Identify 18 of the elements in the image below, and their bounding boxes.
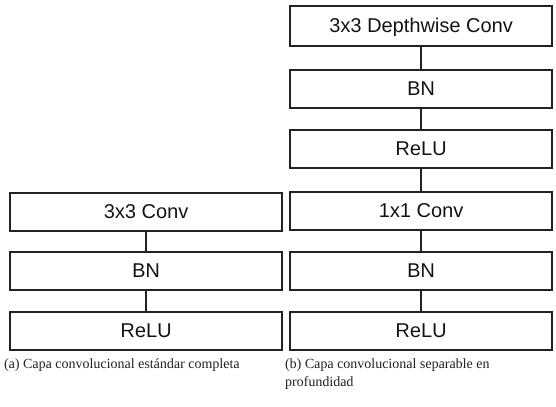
connector-line: [145, 232, 147, 251]
connector-line: [145, 291, 147, 311]
layer-box: BN: [289, 251, 553, 291]
layer-box: ReLU: [289, 311, 553, 351]
layer-box: ReLU: [289, 129, 553, 169]
layer-box: BN: [9, 251, 283, 291]
connector-line: [420, 231, 422, 251]
connector-line: [420, 109, 422, 129]
layer-box: 3x3 Depthwise Conv: [289, 5, 553, 47]
layer-box: 3x3 Conv: [9, 192, 283, 232]
subfigure-caption: (b) Capa convolucional separable en profundidad: [285, 356, 490, 392]
layer-box: BN: [289, 69, 553, 109]
connector-line: [420, 169, 422, 191]
connector-line: [420, 47, 422, 69]
subfigure-caption: (a) Capa convolucional estándar completa: [4, 356, 241, 374]
layer-box: ReLU: [9, 311, 283, 351]
connector-line: [420, 291, 422, 311]
layer-box: 1x1 Conv: [289, 191, 553, 231]
